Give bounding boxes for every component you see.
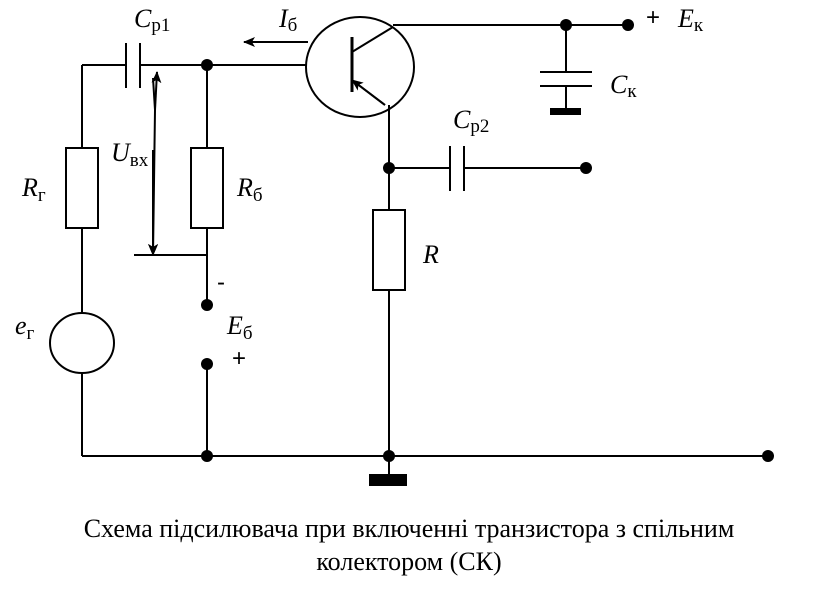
ground-symbol <box>369 474 407 486</box>
label-rb: Rб <box>236 173 263 206</box>
caption-line-2: колектором (СК) <box>316 547 502 576</box>
label-uvx: Uвх <box>111 138 149 171</box>
node-ground-left <box>201 450 213 462</box>
label-eb: Eб <box>226 311 253 344</box>
label-ck: Cк <box>610 70 637 102</box>
resistor-r <box>372 209 406 291</box>
resistor-rg <box>65 147 99 229</box>
emitter-branch <box>372 105 592 456</box>
ground-rail <box>82 450 774 486</box>
label-ek: Eк <box>677 4 704 36</box>
terminal-eb-plus <box>201 358 213 370</box>
figure-caption: Схема підсилювача при включенні транзист… <box>0 512 818 578</box>
node-base <box>201 59 213 71</box>
label-eb-minus: - <box>217 269 225 296</box>
transistor-body <box>305 16 415 118</box>
resistor-rb <box>190 147 224 229</box>
label-ib: Iб <box>278 4 297 36</box>
collector-supply <box>393 19 634 115</box>
capacitor-cp1 <box>82 43 207 88</box>
base-bias-branch <box>134 59 352 456</box>
transistor <box>305 16 415 118</box>
caption-line-1: Схема підсилювача при включенні транзист… <box>83 514 735 543</box>
source-branch <box>49 65 115 456</box>
node-ground-mid <box>383 450 395 462</box>
label-cp1: Cр1 <box>134 4 170 36</box>
terminal-ground-right <box>762 450 774 462</box>
label-eb-plus: + <box>232 345 246 372</box>
node-collector <box>560 19 572 31</box>
voltage-source-eg <box>49 312 115 374</box>
ground-ck <box>550 108 581 115</box>
label-cp2: Cр2 <box>453 105 489 137</box>
label-eg: eг <box>15 311 35 344</box>
terminal-eb-minus <box>201 299 213 311</box>
terminal-ek <box>622 19 634 31</box>
terminal-output <box>580 162 592 174</box>
node-emitter <box>383 162 395 174</box>
label-r: R <box>422 240 439 269</box>
label-rg: Rг <box>21 173 46 206</box>
label-ek-plus: + <box>646 4 660 31</box>
amplifier-schematic: Cр1 Iб + Eк Cк Uвх Rг Rб Cр2 R eг - Eб + <box>15 4 774 486</box>
